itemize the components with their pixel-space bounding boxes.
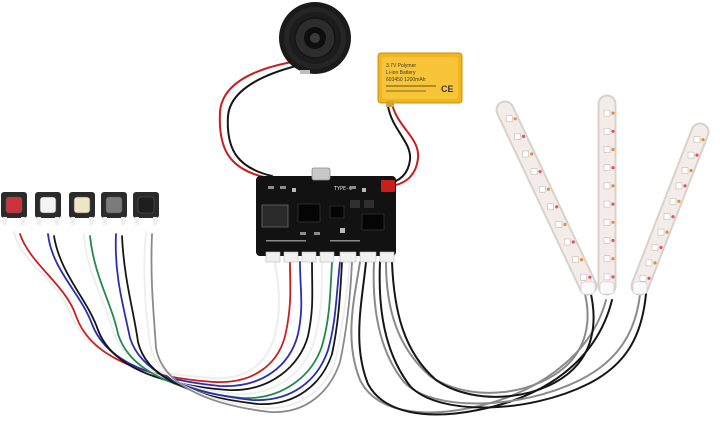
led-strip-2 [597, 94, 617, 296]
battery-label-line-3: 603450 1200mAh [386, 77, 426, 83]
led-strip-3 [630, 122, 710, 296]
push-button-red [1, 192, 27, 225]
speaker [279, 2, 351, 74]
controller-board: TYPE-C [256, 167, 396, 263]
board-usb-label: TYPE-C [334, 186, 352, 192]
push-button-ivory [69, 192, 95, 225]
push-button-grey [101, 192, 127, 225]
led-strip-1 [495, 100, 598, 296]
push-button-black [133, 192, 159, 225]
push-button-white [35, 192, 61, 225]
battery-label-line-2: Li-ion Battery [386, 70, 416, 76]
battery-ce-mark: CE [441, 84, 454, 94]
lipo-battery: 3.7V Polymer Li-ion Battery 603450 1200m… [377, 52, 463, 107]
wire-harness [12, 61, 647, 416]
battery-label-line-1: 3.7V Polymer [386, 63, 416, 69]
push-buttons [1, 192, 159, 225]
led-strips [495, 94, 710, 296]
